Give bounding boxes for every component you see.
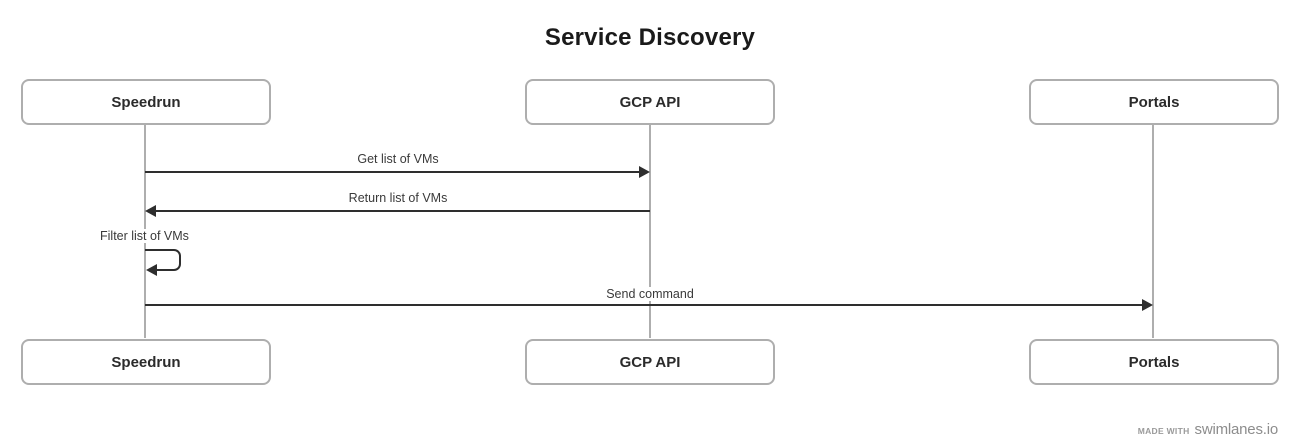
participant-box-portals-top[interactable]: Portals	[1029, 79, 1279, 125]
message-label-get-list-of-vms: Get list of VMs	[353, 152, 443, 166]
message-label-filter-list-of-vms: Filter list of VMs	[96, 229, 193, 243]
participant-label-gcp-api-bottom: GCP API	[619, 353, 681, 371]
arrowhead-right-icon-send-command	[1142, 299, 1153, 311]
message-label-return-list-of-vms: Return list of VMs	[344, 191, 452, 205]
participant-label-portals-bottom: Portals	[1128, 353, 1180, 371]
arrowhead-left-icon-return-list-of-vms	[145, 205, 156, 217]
participant-box-portals-bottom[interactable]: Portals	[1029, 339, 1279, 385]
lifeline-gcp-api	[649, 125, 651, 338]
watermark-brand-label: swimlanes.io	[1194, 421, 1279, 438]
arrowhead-right-icon-get-list-of-vms	[639, 166, 650, 178]
participant-label-gcp-api-top: GCP API	[619, 93, 681, 111]
lifeline-portals	[1152, 125, 1154, 338]
participant-label-speedrun-bottom: Speedrun	[111, 353, 181, 371]
participant-box-speedrun-bottom[interactable]: Speedrun	[21, 339, 271, 385]
page-title: Service Discovery	[544, 24, 756, 51]
participant-label-portals-top: Portals	[1128, 93, 1180, 111]
self-message-loop-filter-list-of-vms[interactable]	[141, 243, 189, 283]
message-label-send-command: Send command	[602, 287, 698, 301]
watermark-made-with-label: MADE WITH	[1137, 426, 1190, 436]
message-line-send-command[interactable]	[145, 304, 1148, 306]
participant-box-speedrun-top[interactable]: Speedrun	[21, 79, 271, 125]
message-line-get-list-of-vms[interactable]	[145, 171, 645, 173]
watermark[interactable]: MADE WITH swimlanes.io	[1138, 421, 1278, 438]
arrowhead-left-icon-filter-list-of-vms	[146, 264, 157, 276]
participant-box-gcp-api-top[interactable]: GCP API	[525, 79, 775, 125]
participant-box-gcp-api-bottom[interactable]: GCP API	[525, 339, 775, 385]
participant-label-speedrun-top: Speedrun	[111, 93, 181, 111]
message-line-return-list-of-vms[interactable]	[156, 210, 650, 212]
